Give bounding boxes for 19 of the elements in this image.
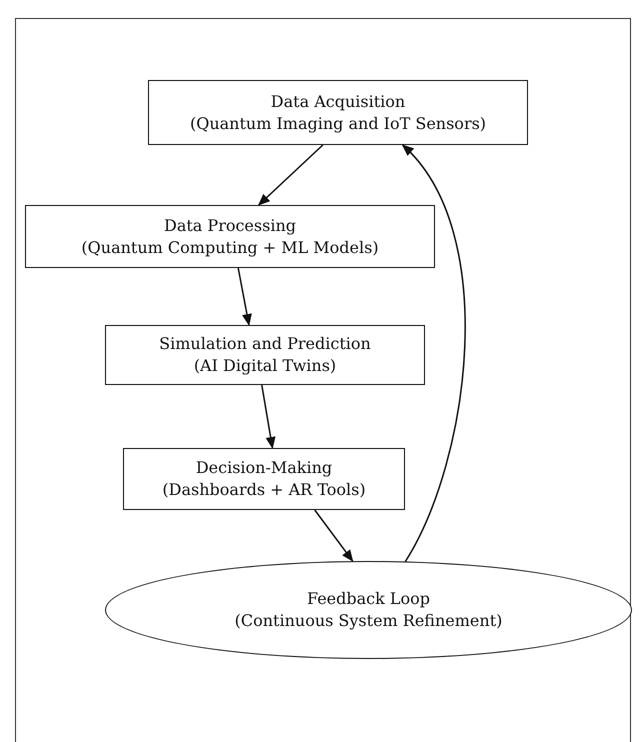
- process-box: [123, 448, 405, 510]
- arrow: [261, 384, 276, 449]
- node-title: Decision-Making: [196, 457, 332, 479]
- node-title: Simulation and Prediction: [159, 333, 371, 355]
- node-subtitle: (Dashboards + AR Tools): [162, 479, 366, 501]
- process-box: [25, 205, 435, 268]
- arrow: [314, 510, 354, 562]
- arrow: [402, 144, 466, 562]
- node-subtitle: (Continuous System Refinement): [234, 610, 502, 632]
- node-title: Data Processing: [164, 214, 296, 236]
- node-subtitle: (Quantum Computing + ML Models): [81, 236, 379, 258]
- arrow: [258, 144, 324, 206]
- node-title: Feedback Loop: [306, 588, 430, 610]
- node-title: Data Acquisition: [270, 90, 406, 112]
- process-box: [105, 325, 425, 385]
- node-subtitle: (Quantum Imaging and IoT Sensors): [190, 112, 486, 134]
- process-box: [148, 80, 528, 145]
- arrow: [237, 268, 252, 326]
- node-subtitle: (AI Digital Twins): [194, 355, 336, 377]
